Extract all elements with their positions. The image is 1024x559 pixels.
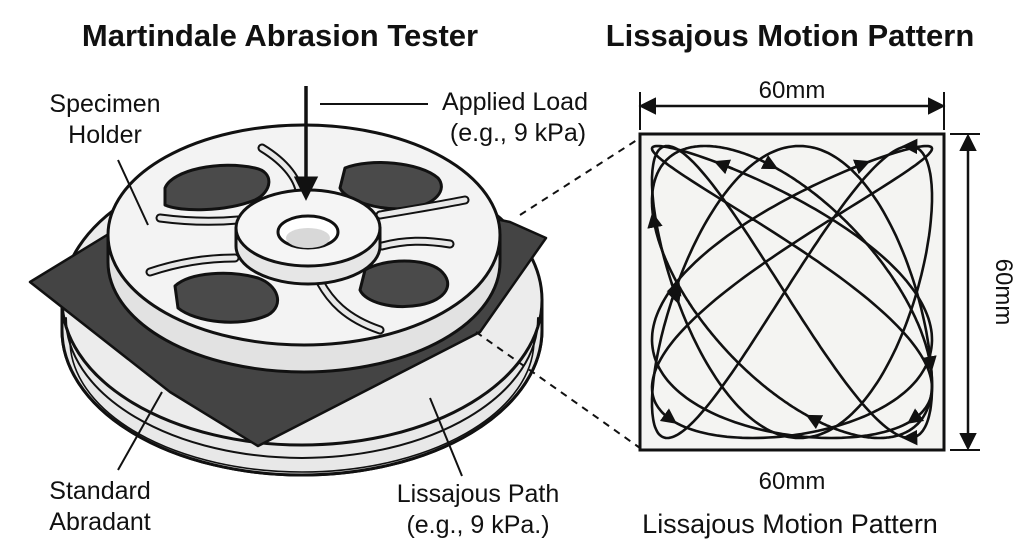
holder-slot-4-fill xyxy=(317,279,383,333)
holder-slot-5-fill xyxy=(157,215,241,224)
motion-direction-arrow xyxy=(907,408,925,424)
lissajous-panel: 60mm 60mm 60mm Lissajous Motion Pattern xyxy=(638,77,1017,539)
dim-label-bottom: 60mm xyxy=(759,468,826,495)
motion-direction-arrow xyxy=(760,155,779,170)
label-path-line1: Lissajous Path xyxy=(397,480,560,508)
label-specimen-line1: Specimen xyxy=(49,90,160,118)
left-labels: Specimen Holder Applied Load (e.g., 9 kP… xyxy=(49,88,588,539)
central-hub-bore-inner xyxy=(286,228,330,248)
label-load-line1: Applied Load xyxy=(442,88,588,116)
specimen-window-3 xyxy=(173,271,280,324)
pattern-square xyxy=(638,132,946,452)
holder-slot-6-fill xyxy=(379,238,453,249)
specimen-window-4 xyxy=(358,259,450,309)
motion-direction-arrow xyxy=(647,211,663,229)
specimen-window-1 xyxy=(163,163,271,212)
label-abradant-line2: Abradant xyxy=(49,508,151,536)
motion-direction-arrow xyxy=(659,408,677,424)
motion-direction-arrow xyxy=(666,279,682,302)
label-abradant-line1: Standard xyxy=(49,477,150,505)
motion-direction-arrow xyxy=(713,159,734,175)
motion-direction-arrow xyxy=(850,159,871,175)
label-path-line2: (e.g., 9 kPa.) xyxy=(406,511,549,539)
label-load-line2: (e.g., 9 kPa) xyxy=(450,119,586,147)
leader-path xyxy=(429,397,463,477)
leader-specimen xyxy=(117,159,149,226)
title-lissajous: Lissajous Motion Pattern xyxy=(606,18,975,53)
projection-line-top xyxy=(519,137,641,216)
holder-slot-2-fill xyxy=(377,197,468,218)
lissajous-curves xyxy=(647,138,937,446)
dim-label-right: 60mm xyxy=(990,259,1017,326)
motion-direction-arrow xyxy=(921,355,937,373)
base-disc-groove xyxy=(65,317,539,459)
base-disc-groove-2 xyxy=(69,339,535,473)
motion-direction-arrow xyxy=(805,414,824,429)
leader-abradant xyxy=(117,391,163,471)
dim-label-top: 60mm xyxy=(759,77,826,104)
martindale-tester-illustration xyxy=(28,86,548,477)
label-specimen-line2: Holder xyxy=(68,121,142,149)
title-martindale: Martindale Abrasion Tester xyxy=(82,18,478,53)
pattern-caption: Lissajous Motion Pattern xyxy=(642,509,938,539)
holder-slot-3-fill xyxy=(147,255,238,275)
